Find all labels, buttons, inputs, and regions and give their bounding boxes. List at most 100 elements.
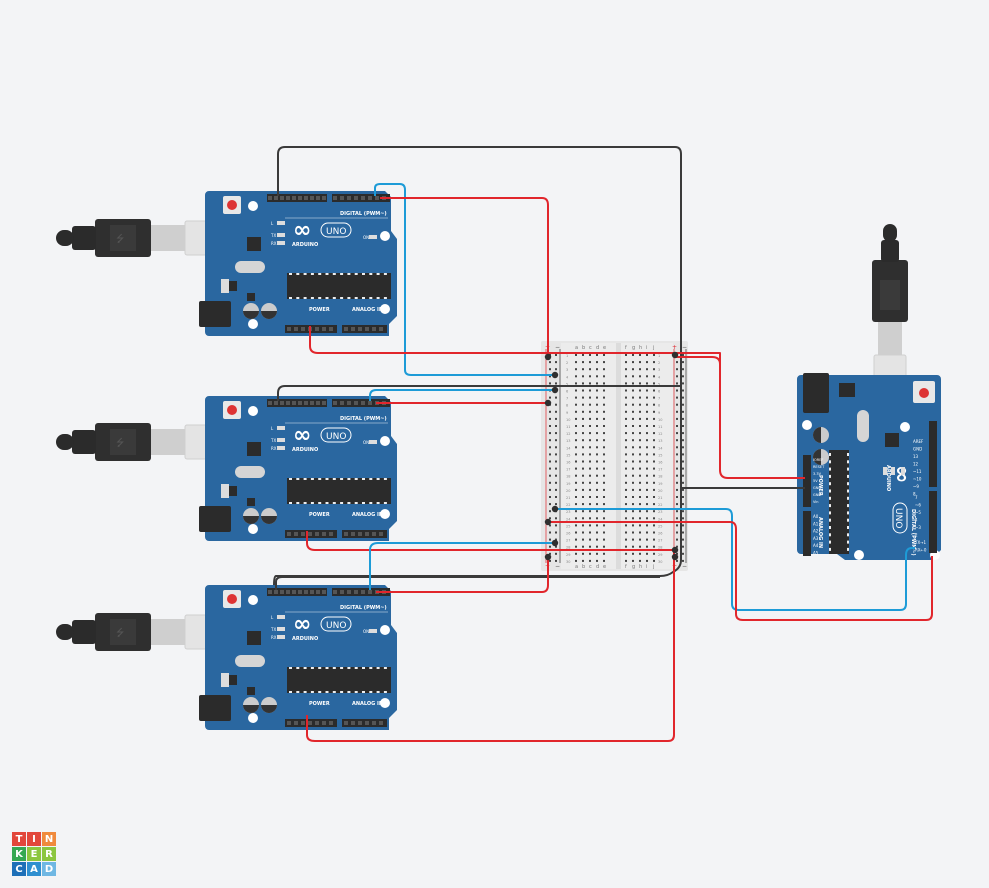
breadboard-hole[interactable] <box>632 432 634 435</box>
rail-hole[interactable] <box>549 524 551 527</box>
breadboard-hole[interactable] <box>575 488 577 491</box>
breadboard-hole[interactable] <box>596 417 598 420</box>
breadboard-hole[interactable] <box>625 439 627 442</box>
breadboard-hole[interactable] <box>596 474 598 477</box>
breadboard-hole[interactable] <box>589 375 591 378</box>
header-pin[interactable] <box>344 721 348 725</box>
breadboard-hole[interactable] <box>639 460 641 463</box>
breadboard-hole[interactable] <box>582 517 584 520</box>
breadboard-hole[interactable] <box>639 474 641 477</box>
header-pin[interactable] <box>372 532 376 536</box>
breadboard-hole[interactable] <box>596 524 598 527</box>
header-pin[interactable] <box>329 327 333 331</box>
header-pin[interactable] <box>351 532 355 536</box>
breadboard-hole[interactable] <box>596 467 598 470</box>
rail-hole[interactable] <box>676 446 678 449</box>
rail-hole[interactable] <box>682 481 684 484</box>
breadboard-hole[interactable] <box>646 417 648 420</box>
breadboard-hole[interactable] <box>653 389 655 392</box>
header-pin[interactable] <box>354 401 358 405</box>
header-pin[interactable] <box>310 590 314 594</box>
header-pin[interactable] <box>304 196 308 200</box>
rail-hole[interactable] <box>676 552 678 555</box>
breadboard-hole[interactable] <box>653 545 655 548</box>
rail-hole[interactable] <box>676 453 678 456</box>
breadboard-hole[interactable] <box>589 531 591 534</box>
rail-hole[interactable] <box>555 531 557 534</box>
rail-hole[interactable] <box>682 496 684 498</box>
breadboard-hole[interactable] <box>603 417 605 420</box>
breadboard-hole[interactable] <box>582 396 584 399</box>
breadboard-hole[interactable] <box>603 432 605 435</box>
breadboard-hole[interactable] <box>603 368 605 371</box>
rail-hole[interactable] <box>682 552 684 555</box>
rail-hole[interactable] <box>682 361 684 364</box>
rail-hole[interactable] <box>676 382 678 385</box>
breadboard-hole[interactable] <box>639 503 641 506</box>
breadboard-hole[interactable] <box>575 460 577 463</box>
breadboard-hole[interactable] <box>625 425 627 427</box>
rail-hole[interactable] <box>676 538 678 541</box>
breadboard-hole[interactable] <box>646 453 648 456</box>
breadboard-hole[interactable] <box>596 396 598 399</box>
breadboard-hole[interactable] <box>653 510 655 513</box>
breadboard-hole[interactable] <box>639 417 641 420</box>
breadboard-hole[interactable] <box>653 410 655 413</box>
breadboard-hole[interactable] <box>596 410 598 413</box>
rail-hole[interactable] <box>682 417 684 420</box>
breadboard-hole[interactable] <box>639 425 641 427</box>
power-header[interactable] <box>803 455 811 507</box>
breadboard-hole[interactable] <box>582 503 584 506</box>
rail-hole[interactable] <box>676 417 678 420</box>
header-pin[interactable] <box>379 721 383 725</box>
breadboard-hole[interactable] <box>603 559 605 562</box>
breadboard-hole[interactable] <box>653 375 655 378</box>
header-pin[interactable] <box>315 327 319 331</box>
breadboard-hole[interactable] <box>596 354 598 356</box>
breadboard-hole[interactable] <box>596 481 598 484</box>
breadboard-hole[interactable] <box>575 389 577 392</box>
rail-hole[interactable] <box>676 503 678 506</box>
breadboard-hole[interactable] <box>603 403 605 406</box>
digital-header-high[interactable] <box>267 399 327 407</box>
rail-hole[interactable] <box>682 403 684 406</box>
rail-hole[interactable] <box>682 545 684 548</box>
breadboard-hole[interactable] <box>625 389 627 392</box>
rail-hole[interactable] <box>549 552 551 555</box>
header-pin[interactable] <box>329 721 333 725</box>
breadboard-hole[interactable] <box>639 510 641 513</box>
breadboard-hole[interactable] <box>575 474 577 477</box>
wire-uno3-rx-to-breadboard[interactable] <box>376 557 549 593</box>
rail-hole[interactable] <box>682 488 684 491</box>
breadboard-hole[interactable] <box>653 538 655 541</box>
breadboard-hole[interactable] <box>582 439 584 442</box>
rail-hole[interactable] <box>676 389 678 392</box>
breadboard-hole[interactable] <box>625 432 627 435</box>
rail-hole[interactable] <box>555 368 557 371</box>
breadboard-hole[interactable] <box>632 396 634 399</box>
breadboard-hole[interactable] <box>625 446 627 449</box>
wire-endpoint[interactable] <box>551 371 559 379</box>
breadboard-hole[interactable] <box>625 552 627 555</box>
breadboard-hole[interactable] <box>646 552 648 555</box>
breadboard-hole[interactable] <box>582 361 584 364</box>
header-pin[interactable] <box>287 532 291 536</box>
digital-header-low[interactable] <box>929 491 937 553</box>
wire-uno4-5v-to-rail[interactable] <box>675 356 721 365</box>
rail-hole[interactable] <box>676 368 678 371</box>
header-pin[interactable] <box>347 401 351 405</box>
wire-uno2-5v-to-rail[interactable] <box>306 531 675 551</box>
breadboard-hole[interactable] <box>639 488 641 491</box>
header-pin[interactable] <box>298 401 302 405</box>
breadboard-hole[interactable] <box>625 361 627 364</box>
breadboard-hole[interactable] <box>646 403 648 406</box>
breadboard-hole[interactable] <box>596 375 598 378</box>
header-pin[interactable] <box>294 532 298 536</box>
header-pin[interactable] <box>294 721 298 725</box>
breadboard-hole[interactable] <box>653 453 655 456</box>
breadboard-hole[interactable] <box>575 503 577 506</box>
rail-hole[interactable] <box>682 375 684 378</box>
rail-hole[interactable] <box>549 488 551 491</box>
rail-hole[interactable] <box>555 503 557 506</box>
breadboard-hole[interactable] <box>632 481 634 484</box>
